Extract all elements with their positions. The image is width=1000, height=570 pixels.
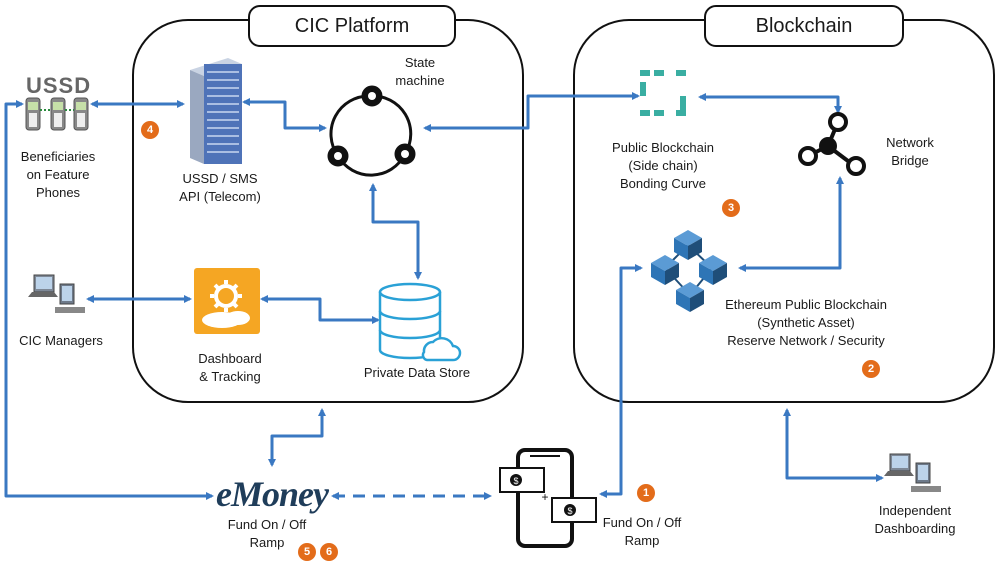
connector-state-datastore: [369, 183, 422, 280]
emoney-logo-e: e: [216, 474, 232, 514]
sidechain-icon: [640, 70, 686, 116]
server-rack-icon: [190, 58, 242, 164]
dashboard-icon: [194, 268, 260, 334]
badge-5: 5: [298, 543, 316, 561]
emoney-logo: eMoney: [216, 474, 329, 514]
ethereum-label: Ethereum Public Blockchain(Synthetic Ass…: [725, 297, 887, 348]
connector-sidechain-bridge: [698, 93, 842, 114]
badge-2: 2: [862, 360, 880, 378]
independent-computer-icon: [884, 453, 941, 492]
svg-text:$: $: [567, 506, 572, 516]
feature-phones-icon: [25, 97, 89, 131]
managers-label: CIC Managers: [19, 333, 103, 348]
connector-telecom-state: [242, 98, 327, 132]
badge-3: 3: [722, 199, 740, 217]
blockchain-title: Blockchain: [704, 5, 904, 47]
connector-bridge-ethereum: [738, 176, 844, 272]
sidechain-label: Public Blockchain(Side chain)Bonding Cur…: [612, 140, 714, 191]
connector-ussd-emoney: [4, 100, 214, 500]
connector-blockchain-independent: [783, 408, 884, 482]
ethereum-network-icon: [651, 230, 727, 312]
datastore-icon: [378, 282, 462, 362]
ussd-logo: USSD: [26, 73, 92, 98]
connector-state-sidechain: [423, 92, 640, 132]
connector-mobile-ethereum: [599, 264, 643, 498]
connector-platform-emoney: [268, 408, 326, 467]
badge-1: 1: [637, 484, 655, 502]
managers-computer-icon: [28, 274, 85, 313]
platform-title: CIC Platform: [248, 5, 456, 47]
svg-text:+: +: [541, 490, 548, 504]
network-bridge-icon: [798, 112, 866, 176]
datastore-label: Private Data Store: [363, 365, 471, 380]
connector-dashboard-datastore: [260, 295, 380, 324]
dashboard-label: Dashboard& Tracking: [198, 351, 262, 384]
emoney-logo-rest: Money: [230, 474, 329, 514]
badge-4: 4: [141, 121, 159, 139]
state-machine-icon: [327, 85, 416, 177]
mobile-money-icon: $ $ +: [499, 448, 597, 548]
svg-text:$: $: [513, 476, 518, 486]
badge-6: 6: [320, 543, 338, 561]
